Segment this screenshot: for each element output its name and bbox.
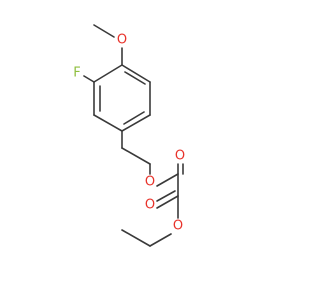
methoxy-oxygen-label: O (117, 33, 127, 48)
carbonyl-oxygen-2-label: O (145, 198, 155, 213)
carbonyl-oxygen-1-label: O (175, 149, 185, 164)
molecule-structure-diagram: F O O O O O (73, 24, 185, 247)
ester-oxygen-label: O (145, 175, 155, 190)
fluorine-atom-label: F (73, 66, 80, 81)
bond-ester-oxygen-carbonyl (156, 173, 179, 187)
bond-ch2-ch2 (121, 147, 151, 165)
ring-double-bond (123, 111, 145, 125)
ring-double-bond (124, 71, 146, 85)
bond-ethyl-ch2-ch3 (121, 229, 151, 247)
bond-carbonyl-oxygen-2-b (156, 190, 176, 202)
benzene-ring (93, 64, 151, 132)
bond-carbonyl-oxygen-2-a (156, 195, 179, 209)
bond-ring-fluorine (83, 75, 95, 83)
ring-bond (121, 114, 151, 132)
bond-ethoxy-oxygen-ch2 (149, 233, 172, 247)
ring-bond (121, 64, 151, 83)
ring-bond (93, 114, 123, 132)
bond-methoxy-oxygen-methyl (93, 24, 115, 38)
ethoxy-oxygen-label: O (173, 219, 183, 234)
ring-bond (93, 64, 123, 83)
